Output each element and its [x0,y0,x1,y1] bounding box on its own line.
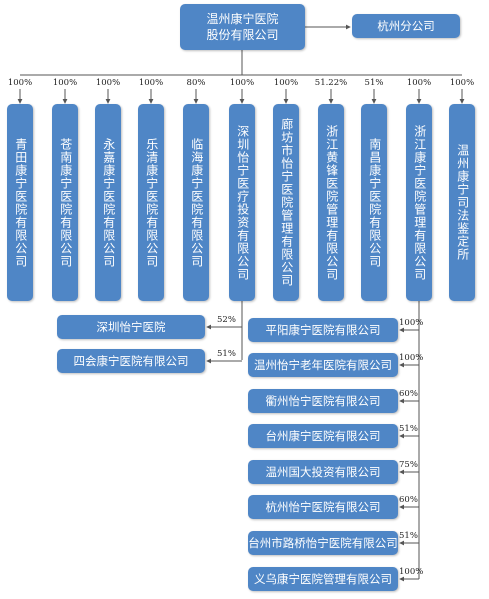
zhejiang-sub-box: 台州市路桥怡宁医院有限公司 [248,531,398,555]
subsidiary-box: 浙江黄锋医院管理有限公司 [318,104,344,301]
shenzhen-sub-box: 深圳怡宁医院 [57,315,205,339]
zhejiang-sub-box: 温州国大投资有限公司 [248,460,398,484]
ownership-pct-label: 51% [217,349,236,359]
ownership-pct-label: 60% [399,495,418,505]
zhejiang-sub-name: 温州怡宁老年医院有限公司 [254,358,392,372]
subsidiary-box: 乐清康宁医院有限公司 [138,104,164,301]
subsidiary-box: 苍南康宁医院有限公司 [52,104,78,301]
zhejiang-sub-name: 温州国大投资有限公司 [265,465,381,479]
subsidiary-box: 青田康宁医院有限公司 [7,104,33,301]
zhejiang-sub-name: 台州康宁医院有限公司 [265,429,381,443]
zhejiang-sub-name: 衢州怡宁医院有限公司 [265,394,381,408]
subsidiary-name: 深圳怡宁医疗投资有限公司 [235,124,250,281]
ownership-pct-label: 100% [399,353,424,363]
ownership-pct-label: 100% [399,567,424,577]
ownership-pct-label: 60% [399,389,418,399]
zhejiang-sub-box: 杭州怡宁医院有限公司 [248,495,398,519]
root-line-2: 股份有限公司 [206,28,279,42]
root-line-1: 温州康宁医院 [206,12,279,26]
ownership-pct-label: 100% [229,78,255,88]
zhejiang-sub-name: 义乌康宁医院管理有限公司 [254,572,392,586]
subsidiary-box: 南昌康宁医院有限公司 [361,104,387,301]
subsidiary-box: 永嘉康宁医院有限公司 [95,104,121,301]
zhejiang-sub-name: 台州市路桥怡宁医院有限公司 [248,536,398,550]
subsidiary-name: 临海康宁医院有限公司 [189,137,204,268]
ownership-pct-label: 100% [449,78,475,88]
subsidiary-box: 廊坊市怡宁医院管理有限公司 [273,104,299,301]
subsidiary-name: 永嘉康宁医院有限公司 [101,137,116,268]
subsidiary-name: 青田康宁医院有限公司 [13,137,28,268]
subsidiary-name: 浙江黄锋医院管理有限公司 [324,124,339,281]
ownership-pct-label: 75% [399,460,418,470]
subsidiary-name: 廊坊市怡宁医院管理有限公司 [279,118,294,287]
zhejiang-sub-name: 平阳康宁医院有限公司 [265,323,381,337]
ownership-pct-label: 100% [138,78,164,88]
subsidiary-box: 临海康宁医院有限公司 [183,104,209,301]
ownership-pct-label: 52% [217,315,236,325]
ownership-pct-label: 100% [399,318,424,328]
zhejiang-sub-box: 衢州怡宁医院有限公司 [248,389,398,413]
subsidiary-box: 深圳怡宁医疗投资有限公司 [229,104,255,301]
zhejiang-sub-box: 平阳康宁医院有限公司 [248,318,398,342]
zhejiang-sub-box: 台州康宁医院有限公司 [248,424,398,448]
subsidiary-box: 温州康宁司法鉴定所 [449,104,475,301]
ownership-pct-label: 51.22% [314,78,348,88]
zhejiang-sub-box: 义乌康宁医院管理有限公司 [248,567,398,591]
branch-label: 杭州分公司 [377,19,435,33]
subsidiary-name: 温州康宁司法鉴定所 [455,144,470,261]
shenzhen-sub-box: 四会康宁医院有限公司 [57,349,205,373]
ownership-pct-label: 100% [52,78,78,88]
subsidiary-box: 浙江康宁医院管理有限公司 [406,104,432,301]
subsidiary-name: 南昌康宁医院有限公司 [367,137,382,268]
branch-box: 杭州分公司 [352,14,460,38]
ownership-pct-label: 51% [399,424,418,434]
ownership-pct-label: 100% [273,78,299,88]
ownership-pct-label: 100% [406,78,432,88]
subsidiary-name: 浙江康宁医院管理有限公司 [412,124,427,281]
root-company-box: 温州康宁医院 股份有限公司 [180,4,305,50]
zhejiang-sub-box: 温州怡宁老年医院有限公司 [248,353,398,377]
ownership-pct-label: 51% [399,531,418,541]
shenzhen-sub-name: 深圳怡宁医院 [96,320,166,334]
ownership-pct-label: 80% [186,78,206,88]
subsidiary-name: 乐清康宁医院有限公司 [144,137,159,268]
subsidiary-name: 苍南康宁医院有限公司 [58,137,73,268]
ownership-pct-label: 100% [95,78,121,88]
shenzhen-sub-name: 四会康宁医院有限公司 [73,354,189,368]
ownership-pct-label: 100% [7,78,33,88]
zhejiang-sub-name: 杭州怡宁医院有限公司 [265,500,381,514]
ownership-pct-label: 51% [364,78,384,88]
